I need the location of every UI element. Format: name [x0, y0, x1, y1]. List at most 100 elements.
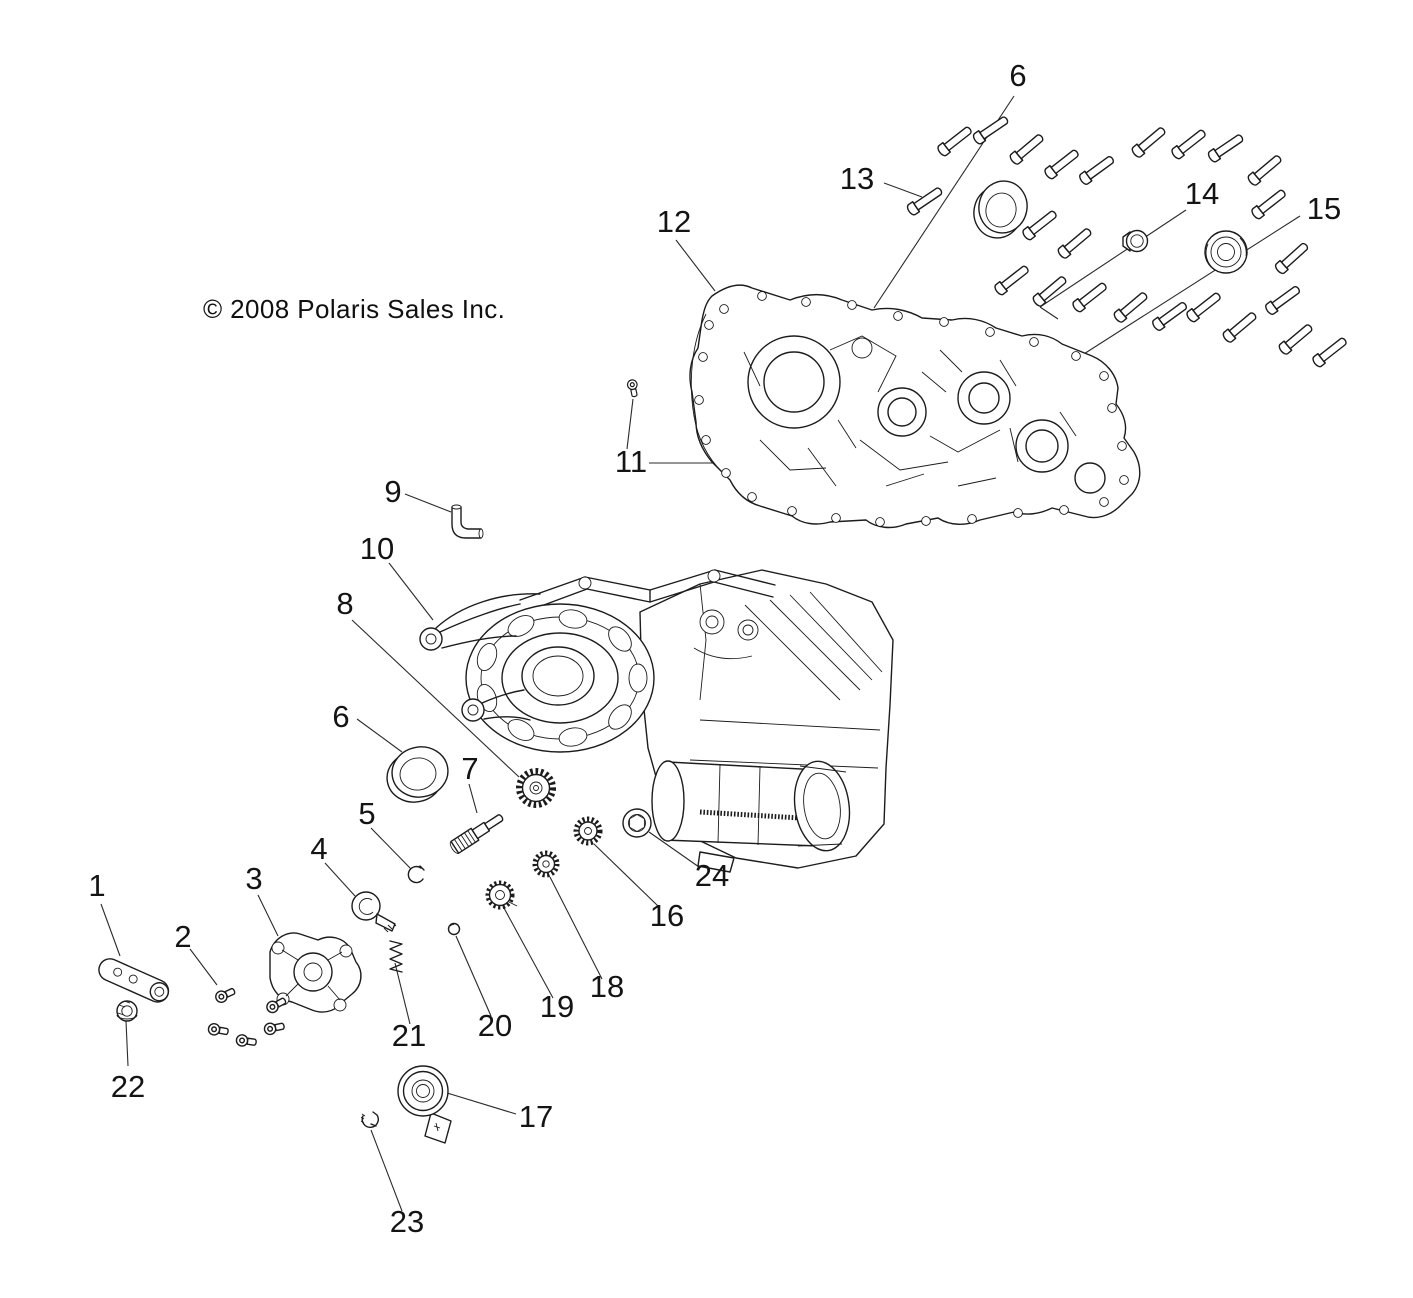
leader-line: [356, 718, 403, 753]
bolt-icon: [1042, 146, 1082, 181]
leader-line: [404, 493, 452, 513]
leader-line: [394, 962, 411, 1025]
screw-icon: [213, 984, 238, 1005]
gear-8: [516, 768, 556, 808]
callout-11: 11: [615, 444, 647, 479]
leader-line: [370, 827, 412, 870]
bolt-icon: [992, 262, 1032, 297]
leader-line: [1075, 215, 1301, 360]
callout-13: 13: [840, 161, 874, 196]
callout-19: 19: [540, 989, 574, 1024]
bolt-icon: [1245, 152, 1285, 188]
oil-seal-lower: [386, 746, 449, 803]
bolt-icon: [1276, 321, 1316, 357]
leader-line: [626, 398, 634, 450]
input-shaft: [449, 814, 504, 854]
callout-20: 20: [478, 1008, 512, 1043]
bearing: [1204, 230, 1248, 274]
callout-12: 12: [657, 204, 691, 239]
leader-line: [503, 907, 554, 999]
leader-line: [100, 903, 121, 957]
callout-6-lower: 6: [332, 699, 349, 734]
callout-14: 14: [1185, 176, 1219, 211]
gear-18: [532, 850, 560, 878]
callout-4: 4: [310, 831, 327, 866]
leader-line: [549, 876, 603, 980]
bolt-icon: [905, 184, 945, 218]
callout-9: 9: [384, 474, 401, 509]
plug-24: [622, 808, 652, 838]
bolt-icon: [1030, 273, 1070, 309]
tensioner-roller: [397, 1065, 452, 1144]
bolt-icon: [1206, 131, 1246, 165]
callout-16: 16: [650, 898, 684, 933]
bolt-icon: [1150, 298, 1190, 333]
copyright-notice: © 2008 Polaris Sales Inc.: [203, 294, 505, 324]
bolt-icon: [1184, 289, 1224, 324]
callout-2: 2: [174, 919, 191, 954]
leader-line: [1039, 209, 1187, 308]
bolt-icon: [971, 113, 1011, 147]
circlip: [407, 865, 425, 884]
callout-3: 3: [245, 861, 262, 896]
leader-line: [883, 182, 923, 198]
bolt-icon: [1169, 126, 1209, 161]
gearcase-cover: [689, 284, 1141, 529]
detent-spring: [389, 940, 403, 973]
bolt-icon: [935, 123, 975, 158]
callout-8: 8: [336, 586, 353, 621]
leader-line: [370, 1129, 403, 1212]
bolt-icon: [1129, 124, 1169, 160]
bolt-icon: [1111, 289, 1151, 325]
bolt-icon: [1055, 225, 1095, 261]
callout-17: 17: [519, 1099, 553, 1134]
bolt-icon: [1273, 239, 1311, 276]
cam-washer: [485, 880, 518, 910]
callout-7: 7: [461, 751, 478, 786]
bolt-icon: [1007, 131, 1047, 167]
callout-labels: 6 13 14 15 12 11 9 10 8 6 7 5 4 3 2 1 22…: [88, 58, 1341, 1239]
leader-line: [468, 783, 478, 814]
screw-icon: [262, 1019, 286, 1037]
screw-icon: [206, 1022, 230, 1038]
bolt-icon: [1263, 282, 1303, 317]
leader-line: [1039, 306, 1059, 320]
callout-15: 15: [1307, 191, 1341, 226]
bolt-icon: [1249, 186, 1289, 221]
callout-22: 22: [111, 1069, 145, 1104]
screw-cluster: [206, 984, 289, 1049]
plug-14: [1122, 229, 1149, 253]
elbow-fitting: [451, 504, 484, 539]
bolt-icon: [1310, 334, 1350, 369]
flange-nut: [116, 1000, 138, 1022]
callout-24: 24: [695, 858, 729, 893]
leader-line: [351, 619, 520, 778]
leader-line: [189, 948, 218, 986]
leader-line: [455, 935, 492, 1017]
screw-icon: [235, 1033, 258, 1049]
bolt-icon: [1220, 309, 1260, 345]
leader-line: [324, 862, 356, 897]
shift-lever: [98, 958, 170, 1003]
callout-1: 1: [88, 868, 105, 903]
bevel-gear: [573, 816, 603, 846]
leader-line: [388, 562, 434, 621]
bolt-icon: [1077, 152, 1117, 187]
callout-5: 5: [358, 796, 375, 831]
callout-6-upper: 6: [1009, 58, 1026, 93]
cylinder-housing: [651, 760, 821, 847]
leader-line: [257, 894, 279, 937]
retainer-clip: [360, 1111, 379, 1129]
callout-21: 21: [392, 1018, 426, 1053]
leader-line: [125, 1020, 129, 1067]
callout-10: 10: [360, 531, 394, 566]
bolt-icon: [1070, 279, 1110, 314]
screw-icon: [626, 378, 641, 399]
leader-line: [675, 239, 716, 292]
main-gearcase-assembly: [419, 569, 894, 873]
output-drum: [793, 760, 851, 852]
oil-seal-upper: [973, 180, 1028, 239]
callout-18: 18: [590, 969, 624, 1004]
